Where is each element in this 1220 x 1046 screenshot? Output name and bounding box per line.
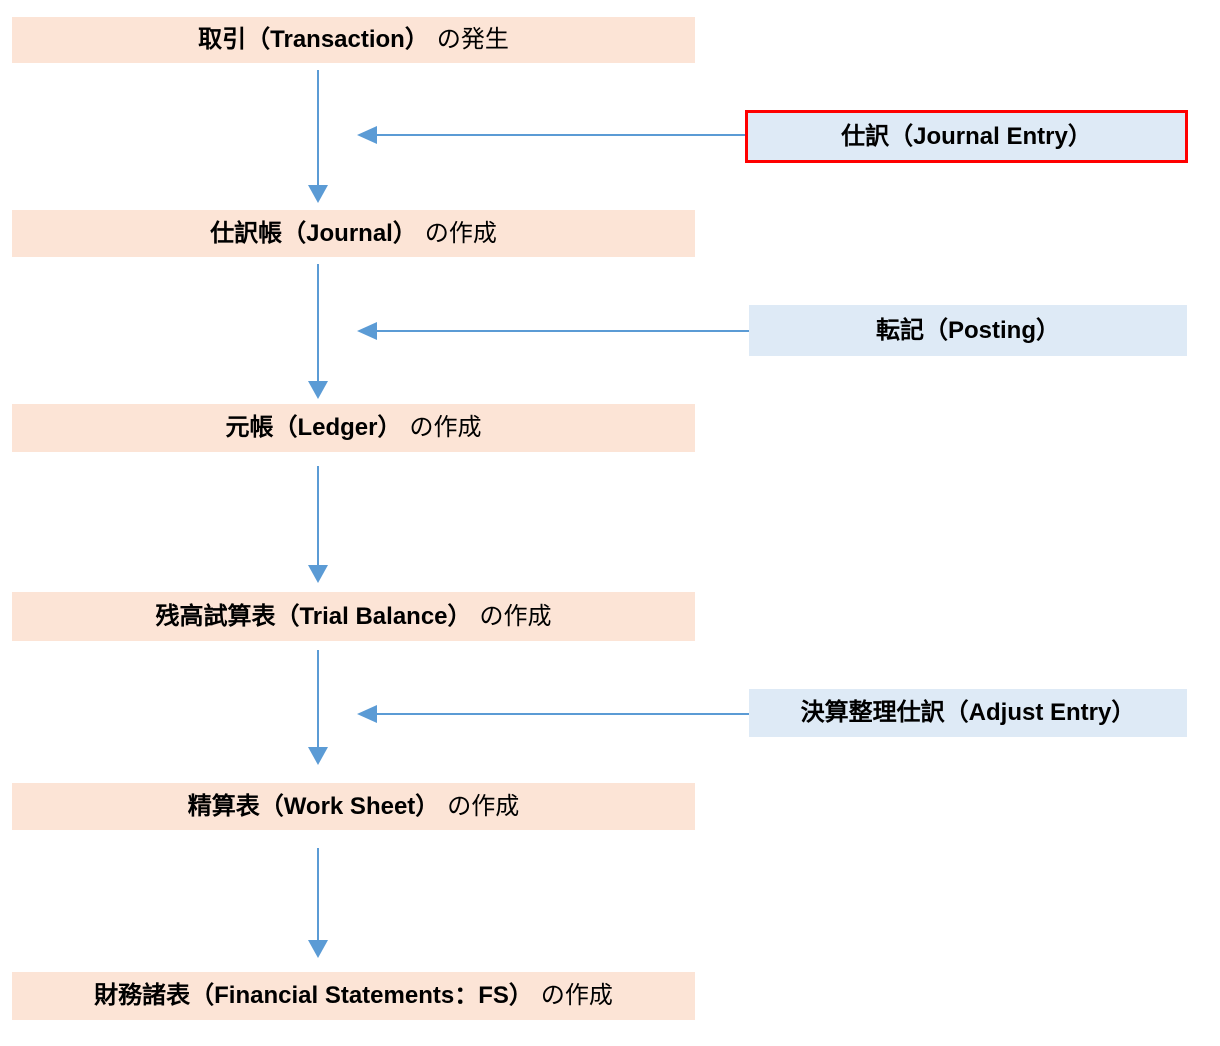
arrow-transaction-to-journalbook	[308, 70, 328, 203]
flow-box-trial-balance-title: 残高試算表（Trial Balance）	[155, 602, 472, 630]
flow-box-trial-balance-suffix: の作成	[479, 602, 552, 630]
flow-box-financial-statements-title: 財務諸表（Financial Statements：FS）	[94, 982, 533, 1009]
flow-box-worksheet-suffix: の作成	[447, 792, 520, 820]
flow-box-trial-balance: 残高試算表（Trial Balance） の作成	[12, 592, 695, 641]
arrow-trial-balance-to-worksheet	[308, 650, 328, 765]
flow-box-worksheet-title: 精算表（Work Sheet）	[187, 792, 440, 820]
side-box-adjust-entry: 決算整理仕訳（Adjust Entry）	[749, 689, 1187, 737]
arrow-ledger-to-trial-balance	[308, 466, 328, 583]
flow-box-transaction-suffix: の発生	[436, 26, 509, 53]
side-box-posting-label: 転記（Posting）	[876, 316, 1060, 344]
flow-box-worksheet: 精算表（Work Sheet） の作成	[12, 783, 695, 830]
flow-box-ledger: 元帳（Ledger） の作成	[12, 404, 695, 452]
side-box-journal-entry-label: 仕訳（Journal Entry）	[841, 122, 1092, 150]
side-box-journal-entry-highlighted: 仕訳（Journal Entry）	[745, 110, 1188, 163]
flow-box-ledger-suffix: の作成	[409, 414, 482, 441]
side-box-posting: 転記（Posting）	[749, 305, 1187, 356]
flow-box-transaction: 取引（Transaction） の発生	[12, 17, 695, 63]
arrow-worksheet-to-financial-statements	[308, 848, 328, 958]
flow-box-journal-book-title: 仕訳帳（Journal）	[210, 219, 417, 247]
arrow-journalbook-to-ledger	[308, 264, 328, 399]
flow-box-ledger-title: 元帳（Ledger）	[225, 414, 402, 441]
flow-box-transaction-title: 取引（Transaction）	[198, 26, 429, 53]
side-box-adjust-entry-label: 決算整理仕訳（Adjust Entry）	[800, 699, 1136, 726]
flow-box-financial-statements-suffix: の作成	[540, 982, 613, 1009]
arrow-journal-entry-input	[357, 126, 745, 144]
flow-box-journal-book-suffix: の作成	[424, 219, 497, 247]
flow-box-financial-statements: 財務諸表（Financial Statements：FS） の作成	[12, 972, 695, 1020]
arrow-posting-input	[357, 322, 749, 340]
arrow-adjust-entry-input	[357, 705, 749, 723]
flow-box-journal-book: 仕訳帳（Journal） の作成	[12, 210, 695, 257]
